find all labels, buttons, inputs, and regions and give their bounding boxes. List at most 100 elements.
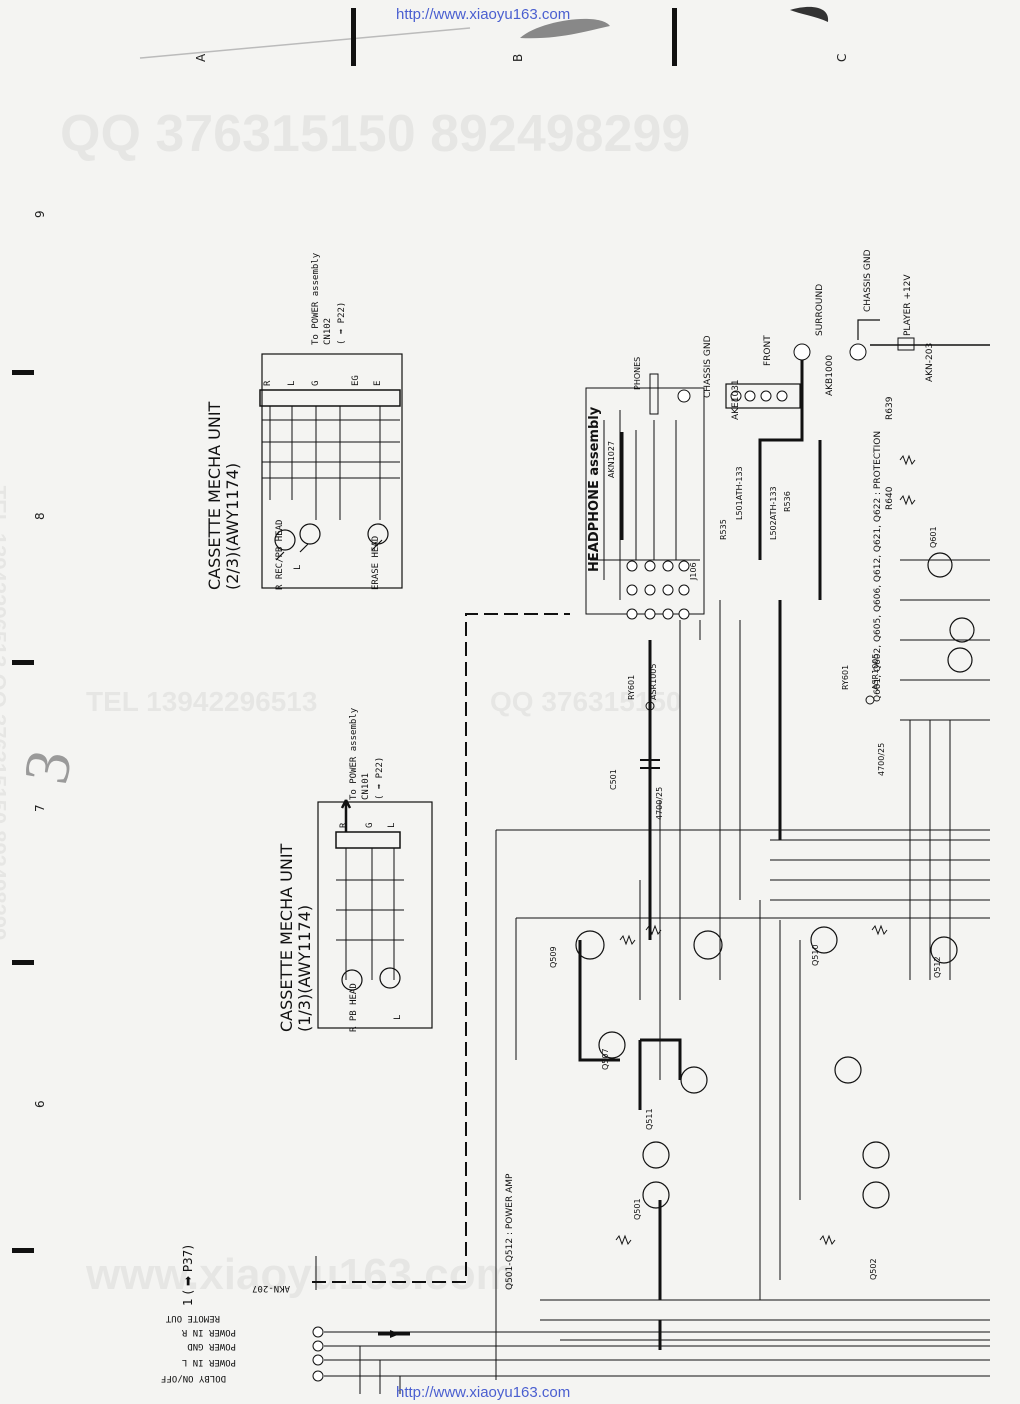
power-amp-wiring bbox=[495, 559, 990, 1380]
player-12v-label: PLAYER +12V bbox=[903, 274, 913, 336]
top-left-blot bbox=[520, 18, 610, 39]
l501-label: L501ATH-133 bbox=[735, 466, 744, 520]
signal-path-heavy bbox=[378, 440, 822, 1350]
grid-col-7: 7 bbox=[33, 804, 47, 812]
grid-row-b: B bbox=[511, 54, 525, 62]
grid-col-6: 6 bbox=[33, 1100, 47, 1108]
mecha2-ref: ( ➡ P22) bbox=[337, 302, 347, 345]
mecha2-connector bbox=[259, 389, 401, 407]
q501-label: Q501 bbox=[633, 1198, 642, 1220]
akn-label: AKN-203 bbox=[925, 343, 935, 382]
watermark-vertical: TEL 13942296513 QQ 376315150 892498299 bbox=[0, 485, 11, 941]
headphone-part: AKN1027 bbox=[607, 441, 616, 478]
mecha1-pin: G bbox=[365, 823, 375, 828]
power-gnd-label: POWER GND bbox=[187, 1341, 236, 1351]
r639-label: R639 bbox=[885, 396, 895, 420]
mecha2-pin: EG bbox=[351, 375, 361, 386]
power-amp-note: Q501-Q512 : POWER AMP bbox=[505, 1173, 515, 1290]
mecha2-cn: CN102 bbox=[323, 318, 333, 345]
watermark-url-top: http://www.xiaoyu163.com bbox=[396, 6, 571, 23]
watermark-qq-2: QQ 376315150 bbox=[490, 686, 682, 717]
watermark-url-bottom: http://www.xiaoyu163.com bbox=[396, 1384, 571, 1401]
ake-label: AKE1031 bbox=[731, 379, 741, 420]
terminal-icon bbox=[730, 343, 867, 402]
ry601-label: RY601 bbox=[627, 675, 636, 700]
mecha2-subtitle: (2/3)(AWY1174) bbox=[223, 463, 242, 590]
grid-col-8: 8 bbox=[33, 512, 47, 520]
grid-row-c: C bbox=[835, 54, 849, 62]
grid-col-9: 9 bbox=[33, 210, 47, 218]
ry601b-label: RY601 bbox=[841, 665, 850, 690]
speaker-terminals: AKE1031 FRONT SURROUND AKB1000 CHASSIS G… bbox=[725, 249, 990, 560]
mecha1-connector bbox=[335, 831, 401, 849]
akn207-label: AKN-207 bbox=[252, 1283, 290, 1293]
front-label: FRONT bbox=[763, 335, 773, 366]
mecha-unit-1: CASSETTE MECHA UNIT (1/3)(AWY1174) To PO… bbox=[277, 707, 433, 1032]
mecha1-pin: R bbox=[339, 822, 349, 828]
asrb-label: ASR1005 bbox=[871, 654, 880, 690]
mecha2-erase-label: ERASE HEAD bbox=[371, 536, 381, 590]
headphone-assembly: HEADPHONE assembly AKN1027 PHONES CHASSI… bbox=[585, 335, 792, 620]
mecha2-pin: R bbox=[263, 380, 273, 386]
surround-label: SURROUND bbox=[815, 284, 825, 336]
mecha2-head-label: R REC/PB HEAD bbox=[275, 520, 285, 590]
top-scan-edge bbox=[139, 27, 471, 59]
mecha-unit-2: CASSETTE MECHA UNIT (2/3)(AWY1174) To PO… bbox=[205, 252, 403, 590]
mecha2-head-l: L bbox=[293, 565, 303, 570]
mecha2-to: To POWER assembly bbox=[311, 252, 321, 345]
terminal-icon bbox=[312, 1326, 324, 1382]
mecha1-head-l: L bbox=[393, 1015, 403, 1020]
q509-label: Q509 bbox=[549, 946, 558, 968]
mecha1-pin: L bbox=[387, 823, 397, 828]
dolby-label: DOLBY ON/OFF bbox=[161, 1373, 226, 1383]
input-connector: REMOTE OUT POWER IN R POWER GND POWER IN… bbox=[161, 1245, 990, 1394]
sheet-border-marks bbox=[12, 8, 677, 1253]
mecha1-head-label: R PB HEAD bbox=[349, 983, 359, 1032]
q507-label: Q507 bbox=[601, 1048, 610, 1070]
q601-label: Q601 bbox=[929, 526, 938, 548]
mecha2-pin: E bbox=[373, 381, 383, 386]
grid-row-a: A bbox=[194, 53, 208, 62]
mecha1-to: To POWER assembly bbox=[349, 707, 359, 800]
signal-arrow bbox=[390, 1330, 400, 1338]
q510-label: Q510 bbox=[811, 944, 820, 966]
headphone-title: HEADPHONE assembly bbox=[587, 406, 602, 572]
r535-label: R535 bbox=[719, 519, 728, 540]
q511-label: Q511 bbox=[645, 1108, 654, 1130]
mecha2-pin: G bbox=[311, 381, 321, 386]
head-icon bbox=[341, 967, 401, 991]
resistor-icon bbox=[615, 454, 916, 1246]
svg-text:4700/25: 4700/25 bbox=[877, 743, 886, 776]
akb-label: AKB1000 bbox=[825, 355, 835, 396]
page-ref-p37: 1 ( ➡ P37) bbox=[181, 1245, 195, 1306]
mecha2-pin: L bbox=[287, 381, 297, 386]
watermark-qq: QQ 376315150 892498299 bbox=[60, 105, 691, 163]
head-icon bbox=[274, 523, 389, 561]
watermark-tel: TEL 13942296513 bbox=[86, 686, 318, 717]
shielded-cable bbox=[312, 613, 570, 1283]
phones-label: PHONES bbox=[633, 357, 642, 390]
watermark-www: www.xiaoyu163.com bbox=[86, 1250, 515, 1299]
mecha1-cn: CN101 bbox=[361, 773, 371, 800]
power-in-r-label: POWER IN R bbox=[181, 1327, 236, 1337]
chassis-gnd-top-label: CHASSIS GND bbox=[863, 249, 873, 312]
phone-jack bbox=[649, 373, 659, 415]
mecha1-title: CASSETTE MECHA UNIT bbox=[277, 843, 296, 1032]
asr-label: ASR1005 bbox=[649, 664, 658, 700]
chassis-gnd-label: CHASSIS GND bbox=[703, 335, 713, 398]
transistor-icon bbox=[575, 552, 975, 1209]
r640-label: R640 bbox=[885, 486, 895, 510]
top-right-blot bbox=[790, 6, 829, 22]
svg-text:C501: C501 bbox=[609, 769, 618, 790]
power-in-l-label: POWER IN L bbox=[182, 1357, 236, 1367]
terminal-icon bbox=[626, 389, 691, 620]
mecha2-title: CASSETTE MECHA UNIT bbox=[205, 401, 224, 590]
q502-label: Q502 bbox=[869, 1258, 878, 1280]
remote-out-label: REMOTE OUT bbox=[165, 1313, 220, 1323]
j106-label: J106 bbox=[689, 562, 698, 581]
mecha1-subtitle: (1/3)(AWY1174) bbox=[295, 905, 314, 1032]
r536-label: R536 bbox=[783, 491, 792, 512]
protection-note: Q601, Q602, Q605, Q606, Q612, Q621, Q622… bbox=[873, 431, 883, 702]
mecha1-ref: ( ➡ P22) bbox=[375, 757, 385, 800]
